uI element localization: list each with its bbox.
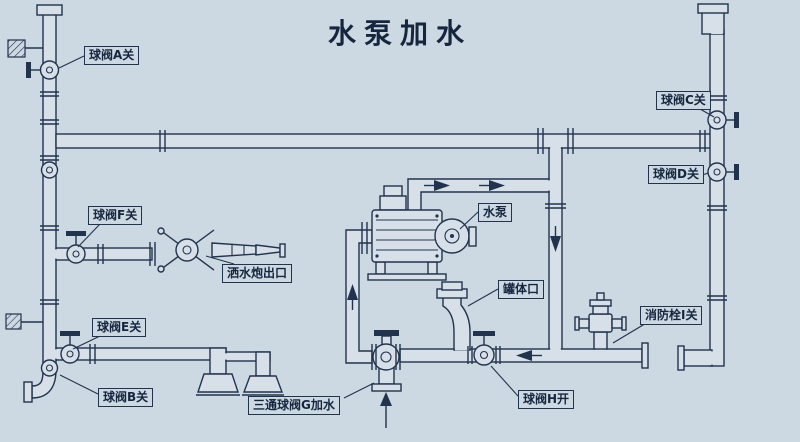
label-three-way-valve-g: 三通球阀G加水: [248, 396, 340, 415]
label-valve-f: 球阀F关: [88, 206, 143, 225]
ball-valve-a: [26, 60, 60, 80]
diagram-title: 水泵加水: [327, 17, 472, 50]
ball-valve-h: [473, 331, 495, 366]
sprinkler-cannon: [157, 227, 286, 273]
ball-valve-e: [60, 331, 80, 364]
label-valve-a: 球阀A关: [84, 46, 140, 65]
ball-valve-f: [66, 231, 86, 264]
fire-hydrant-i: [574, 292, 627, 350]
ball-valve-d: [707, 162, 739, 182]
flow-arrows: [347, 180, 561, 428]
flange-marks: [40, 91, 727, 364]
ball-valve-c: [707, 110, 739, 130]
label-fire-hydrant-i: 消防栓I关: [640, 306, 703, 325]
label-pump: 水泵: [478, 203, 513, 222]
label-tank-opening: 罐体口: [498, 280, 545, 299]
label-valve-b: 球阀B关: [98, 388, 154, 407]
label-valve-e: 球阀E关: [92, 318, 147, 337]
three-way-valve-g: [371, 330, 402, 392]
leader-lines: [58, 55, 715, 399]
pipe-network: [23, 3, 729, 403]
label-valve-d: 球阀D关: [648, 165, 704, 184]
ball-valve-b: [40, 359, 59, 377]
water-pump: [361, 185, 477, 281]
label-valve-c: 球阀C关: [656, 91, 711, 110]
tank-opening-port: [436, 281, 471, 351]
label-sprinkler-outlet: 洒水炮出口: [222, 264, 293, 283]
label-valve-h: 球阀H开: [518, 390, 575, 409]
mount-brackets: [5, 39, 43, 330]
